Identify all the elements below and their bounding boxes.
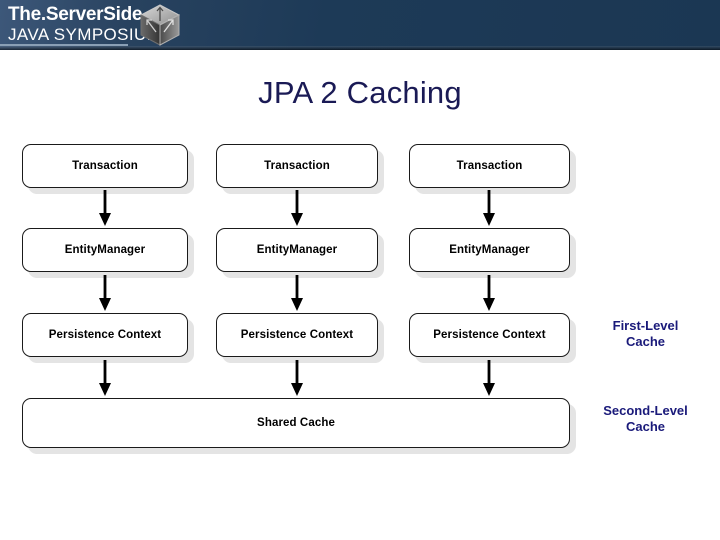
header-bar: The.ServerSide JAVA SYMPOSIUM: [0, 0, 720, 50]
flow-arrow-down: [291, 360, 303, 396]
node-persistence-context: Persistence Context: [409, 313, 570, 357]
flow-arrow-down: [483, 360, 495, 396]
node-persistence-context: Persistence Context: [22, 313, 188, 357]
node-label: Transaction: [72, 160, 138, 172]
node-label: Shared Cache: [257, 417, 335, 429]
node-label: Transaction: [456, 160, 523, 172]
flow-arrow-down: [291, 275, 303, 311]
flow-arrow-down: [483, 190, 495, 226]
flow-arrow-down: [483, 275, 495, 311]
flow-arrow-down: [99, 190, 111, 226]
brand-underline-divider: [0, 44, 128, 46]
node-label: Persistence Context: [433, 329, 546, 341]
node-label: EntityManager: [256, 244, 338, 256]
node-entitymanager: EntityManager: [216, 228, 378, 272]
node-transaction: Transaction: [216, 144, 378, 188]
side-label-first-level-cache: First-Level Cache: [612, 318, 679, 350]
side-label-second-level-cache: Second-Level Cache: [603, 403, 688, 435]
flow-arrow-down: [291, 190, 303, 226]
node-entitymanager: EntityManager: [22, 228, 188, 272]
brand-name-secondary: JAVA SYMPOSIUM: [8, 25, 162, 44]
page-title: JPA 2 Caching: [258, 75, 462, 110]
node-label: EntityManager: [64, 244, 146, 256]
node-shared-cache: Shared Cache: [22, 398, 570, 448]
node-transaction: Transaction: [22, 144, 188, 188]
brand-logo: The.ServerSide JAVA SYMPOSIUM: [8, 5, 161, 43]
node-persistence-context: Persistence Context: [216, 313, 378, 357]
node-label: Persistence Context: [48, 329, 162, 341]
flow-arrow-down: [99, 360, 111, 396]
node-label: Transaction: [264, 160, 330, 172]
node-label: EntityManager: [449, 244, 530, 256]
brand-name-primary: The.ServerSide: [8, 4, 143, 25]
flow-arrow-down: [99, 275, 111, 311]
node-transaction: Transaction: [409, 144, 570, 188]
cube-icon: [139, 4, 181, 46]
node-label: Persistence Context: [240, 329, 354, 341]
node-entitymanager: EntityManager: [409, 228, 570, 272]
